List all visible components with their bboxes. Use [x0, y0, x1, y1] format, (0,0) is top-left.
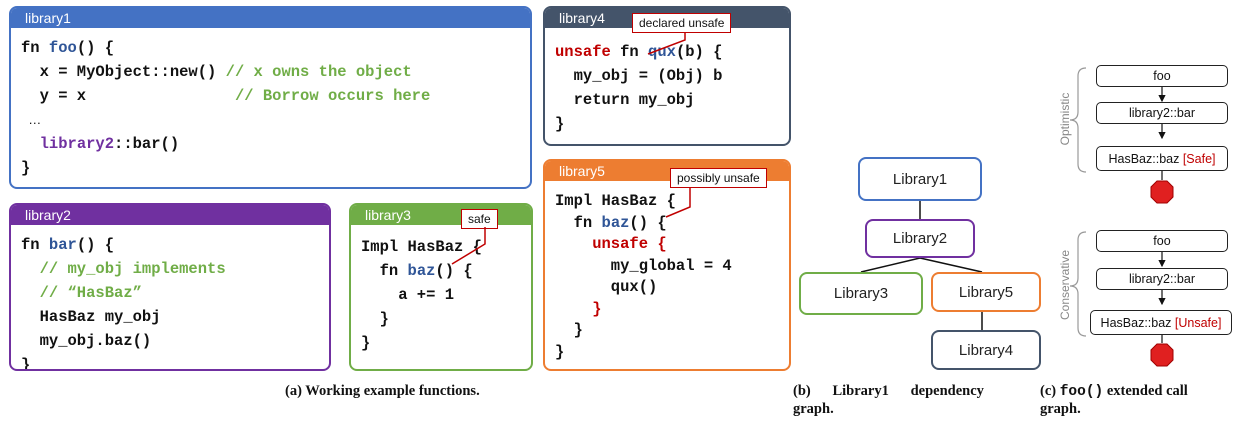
caption-b-line1: (b) Library1 dependency	[793, 383, 984, 399]
dep-node-library5: Library5	[931, 272, 1041, 312]
caption-c-code: foo()	[1059, 384, 1104, 400]
library5-code: Impl HasBaz { fn baz() { unsafe { my_glo…	[555, 192, 732, 361]
call-node-optimistic-bar: library2::bar	[1096, 102, 1228, 124]
library1-panel: library1 fn foo() { x = MyObject::new() …	[9, 6, 532, 189]
call-node-conservative-foo: foo	[1096, 230, 1228, 252]
caption-c-line2: graph.	[1040, 401, 1081, 417]
library1-code: fn foo() { x = MyObject::new() // x owns…	[21, 39, 431, 177]
library1-header: library1	[11, 8, 530, 28]
call-node-optimistic-foo: foo	[1096, 65, 1228, 87]
call-node-conservative-bar: library2::bar	[1096, 268, 1228, 290]
dep-node-library1: Library1	[858, 157, 982, 201]
unsafe-tag: [Unsafe]	[1174, 315, 1222, 330]
dep-node-library3: Library3	[799, 272, 923, 315]
conservative-label: Conservative	[1058, 249, 1072, 321]
caption-b-line2: graph.	[793, 401, 834, 417]
library3-safe-callout: safe	[461, 209, 498, 229]
library3-panel: library3 Impl HasBaz { fn baz() { a += 1…	[349, 203, 533, 371]
call-node-optimistic-baz-label: HasBaz::baz	[1108, 151, 1183, 166]
library2-code: fn bar() { // my_obj implements // “HasB…	[21, 236, 226, 371]
library5-callout-pointer	[665, 187, 691, 218]
library4-code: unsafe fn qux(b) { my_obj = (Obj) b retu…	[555, 43, 723, 133]
library4-callout-pointer	[647, 32, 686, 55]
call-node-conservative-baz-label: HasBaz::baz	[1100, 315, 1175, 330]
library2-header: library2	[11, 205, 329, 225]
caption-a: (a) Working example functions.	[285, 383, 480, 399]
library3-code: Impl HasBaz { fn baz() { a += 1 } }	[361, 238, 482, 352]
stop-octagon-conservative	[1150, 343, 1174, 367]
stop-octagon-optimistic	[1150, 180, 1174, 204]
library5-panel: library5 Impl HasBaz { fn baz() { unsafe…	[543, 159, 791, 371]
library3-callout-pointer	[451, 227, 486, 265]
optimistic-label: Optimistic	[1058, 92, 1072, 146]
safe-tag: [Safe]	[1182, 151, 1216, 166]
dep-node-library4: Library4	[931, 330, 1041, 370]
call-node-optimistic-baz: HasBaz::baz [Safe]	[1096, 146, 1228, 171]
dep-node-library2: Library2	[865, 219, 975, 258]
caption-c-line1: (c) foo() extended call	[1040, 383, 1188, 400]
library5-possibly-unsafe-callout: possibly unsafe	[670, 168, 767, 188]
call-node-conservative-baz: HasBaz::baz [Unsafe]	[1090, 310, 1232, 335]
library4-declared-unsafe-callout: declared unsafe	[632, 13, 732, 33]
library2-panel: library2 fn bar() { // my_obj implements…	[9, 203, 331, 371]
